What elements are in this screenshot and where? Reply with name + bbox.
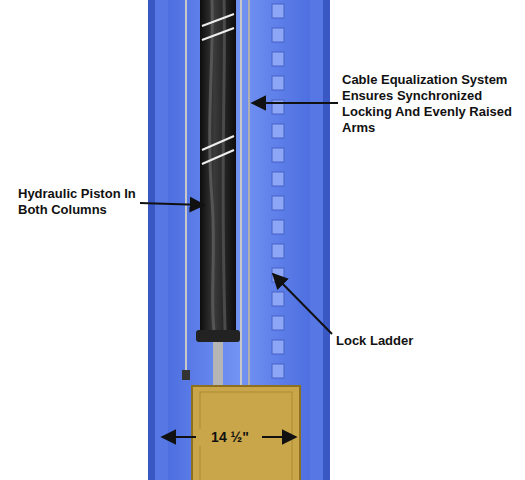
callout-label: Hydraulic Piston In Both Columns (18, 186, 140, 218)
callout-label: Cable Equalization System Ensures Synchr… (342, 72, 518, 135)
dimension-label: 14 ½" (198, 429, 262, 446)
callout-label: Lock Ladder (336, 333, 456, 349)
